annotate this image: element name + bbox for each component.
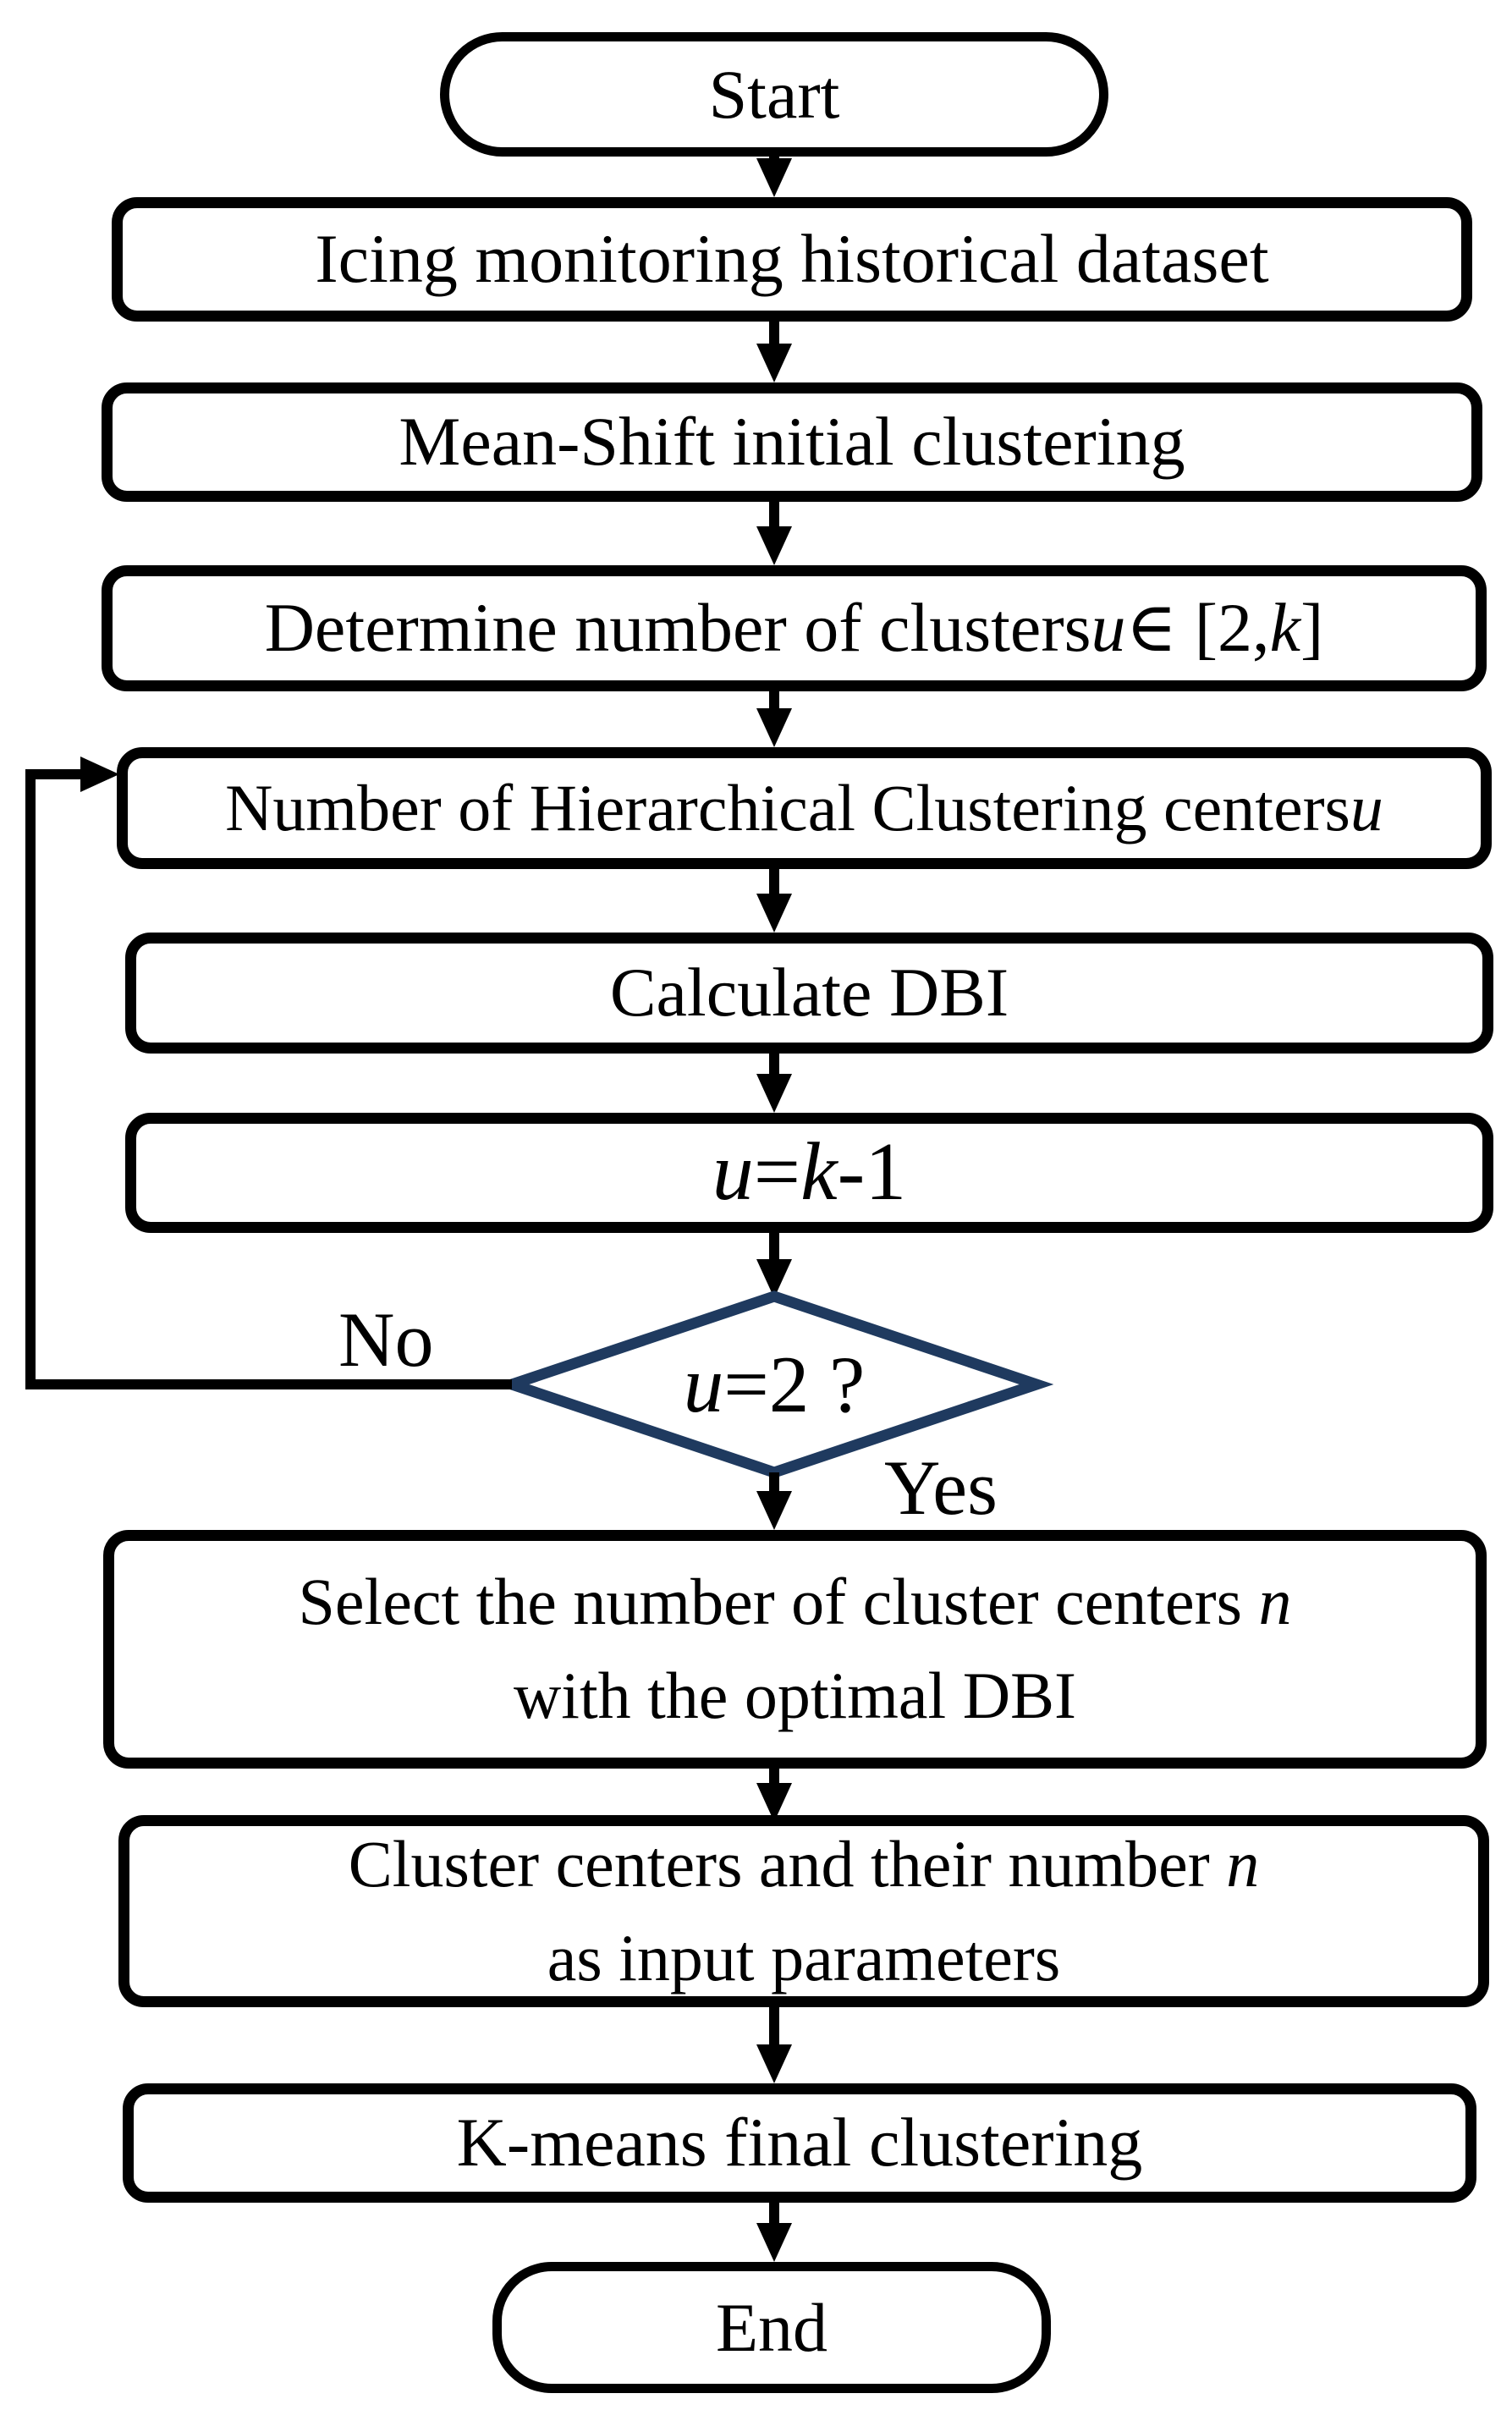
process-input-params-line2: as input parameters <box>547 1920 1061 1995</box>
process-kmeans: K-means final clustering <box>123 2083 1476 2203</box>
arrow-inputparams-to-kmeans-shaft <box>769 2007 779 2048</box>
loop-no-bottom-segment <box>25 1379 512 1389</box>
arrow-hierarchical-to-dbi-head <box>756 894 792 933</box>
arrow-start-to-icing-head <box>756 158 792 197</box>
loop-no-vertical-segment <box>25 769 36 1389</box>
arrow-dbi-to-decrement-shaft <box>769 1054 779 1077</box>
arrow-decrement-to-decision-shaft <box>769 1233 779 1263</box>
node-end: End <box>492 2262 1051 2393</box>
arrow-kmeans-to-end-shaft <box>769 2203 779 2226</box>
loop-no-top-segment <box>25 769 83 779</box>
arrow-icing-to-meanshift-head <box>756 344 792 382</box>
process-mean-shift: Mean-Shift initial clustering <box>102 382 1482 502</box>
node-start: Start <box>440 32 1108 157</box>
edge-label-no: No <box>338 1296 434 1383</box>
arrow-inputparams-to-kmeans-head <box>756 2044 792 2083</box>
arrow-meanshift-to-determine-shaft <box>769 502 779 530</box>
edge-label-yes: Yes <box>884 1444 998 1531</box>
process-input-params-line1: Cluster centers and their number n <box>348 1826 1260 1901</box>
arrow-decision-to-select-head <box>756 1491 792 1530</box>
process-select-optimal-line2: with the optimal DBI <box>513 1659 1077 1732</box>
decision-u-equals-2-label: u=2 ? <box>683 1340 866 1429</box>
arrow-dbi-to-decrement-head <box>756 1074 792 1113</box>
process-determine-clusters: Determine number of clusters u ∈ [2, k] <box>102 565 1487 691</box>
arrow-decision-to-select-shaft <box>769 1472 779 1494</box>
loop-no-arrow-head <box>80 757 119 792</box>
arrow-hierarchical-to-dbi-shaft <box>769 869 779 897</box>
arrow-determine-to-hierarchical-head <box>756 708 792 747</box>
arrow-determine-to-hierarchical-shaft <box>769 691 779 712</box>
process-select-optimal: Select the number of cluster centers n w… <box>103 1530 1487 1769</box>
arrow-icing-to-meanshift-shaft <box>769 322 779 347</box>
process-hierarchical-centers: Number of Hierarchical Clustering center… <box>117 747 1492 869</box>
process-icing-dataset: Icing monitoring historical dataset <box>112 197 1472 322</box>
process-decrement-u: u=k-1 <box>125 1113 1493 1233</box>
process-calculate-dbi: Calculate DBI <box>125 933 1493 1054</box>
arrow-meanshift-to-determine-head <box>756 526 792 565</box>
process-input-params: Cluster centers and their number n as in… <box>118 1815 1489 2007</box>
arrow-kmeans-to-end-head <box>756 2223 792 2262</box>
process-select-optimal-line1: Select the number of cluster centers n <box>298 1565 1292 1639</box>
